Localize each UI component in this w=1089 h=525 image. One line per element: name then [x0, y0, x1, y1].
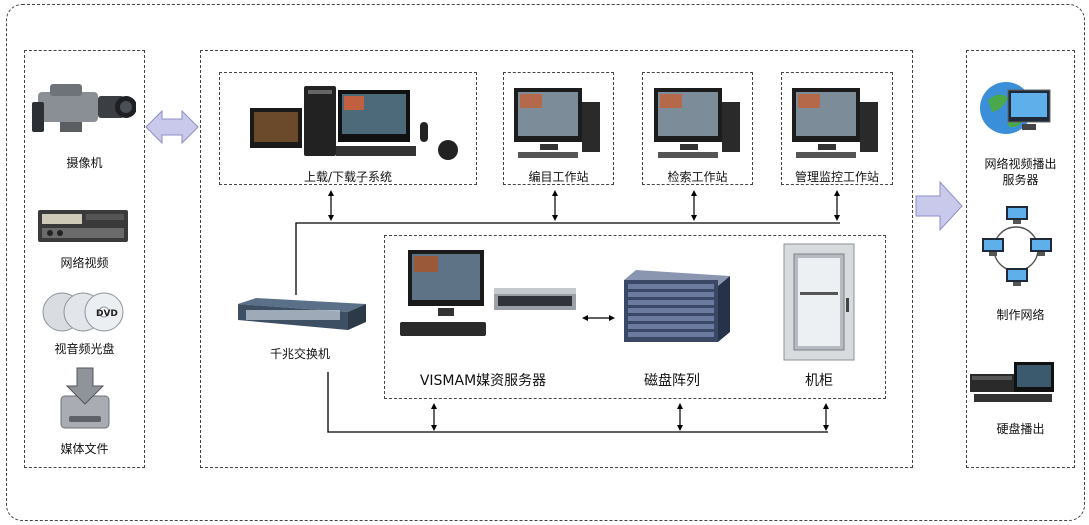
- network-node-icon-left: [982, 238, 1004, 256]
- monitor-label: 管理监控工作站: [794, 170, 879, 184]
- double-arrow-icon: [145, 109, 199, 145]
- disk-playout-label: 硬盘播出: [996, 422, 1045, 436]
- production-network-label: 制作网络: [996, 308, 1045, 322]
- playout-server-label: 网络视频播出服务器: [966, 156, 1075, 188]
- media-server-label: VISMAM媒资服务器: [419, 373, 547, 389]
- camera-label: 摄像机: [66, 156, 103, 170]
- upload-subsystem-box: [219, 72, 477, 185]
- outer-frame: [6, 4, 1085, 521]
- catalog-workstation-box: [503, 72, 614, 185]
- right-arrow-icon: [915, 180, 963, 232]
- upload-system-icon: [250, 86, 458, 160]
- center-panel: [200, 50, 913, 468]
- disc-icon: DVD: [42, 292, 124, 332]
- left-panel: [24, 50, 145, 468]
- globe-server-icon: [980, 82, 1051, 134]
- network-node-icon-right: [1030, 238, 1052, 256]
- search-label: 检索工作站: [667, 170, 728, 184]
- right-panel: [966, 50, 1075, 468]
- catalog-label: 编目工作站: [528, 170, 589, 184]
- top-bus-line: [295, 222, 840, 295]
- monitor-workstation-icon: [792, 88, 878, 158]
- vtr-icon: [38, 210, 128, 242]
- disc-label: 视音频光盘: [54, 342, 115, 356]
- catalog-workstation-icon: [514, 88, 600, 158]
- switch-icon: [238, 298, 366, 330]
- switch-label: 千兆交换机: [269, 347, 330, 361]
- bottom-bus-line: [327, 372, 828, 433]
- media-server-icon: [400, 250, 576, 336]
- disk-array-icon: [624, 270, 730, 342]
- monitor-workstation-box: [781, 72, 893, 185]
- playout-server-label-text: 网络视频播出服务器: [984, 157, 1057, 187]
- search-workstation-box: [642, 72, 753, 185]
- disk-playout-icon: [970, 362, 1054, 402]
- cabinet-icon: [783, 243, 855, 361]
- svg-text:DVD: DVD: [96, 309, 118, 319]
- network-node-icon-bottom: [1006, 268, 1028, 286]
- network-node-icon-top: [1006, 206, 1028, 224]
- media-file-icon: [60, 367, 110, 429]
- camera-icon: [32, 84, 136, 132]
- disk-array-label: 磁盘阵列: [644, 373, 700, 389]
- upload-label: 上载/下载子系统: [303, 170, 393, 184]
- search-workstation-icon: [654, 88, 740, 158]
- media-file-label: 媒体文件: [60, 442, 109, 456]
- vtr-label: 网络视频: [60, 256, 109, 270]
- cabinet-label: 机柜: [805, 373, 833, 389]
- server-group-box: [384, 235, 886, 399]
